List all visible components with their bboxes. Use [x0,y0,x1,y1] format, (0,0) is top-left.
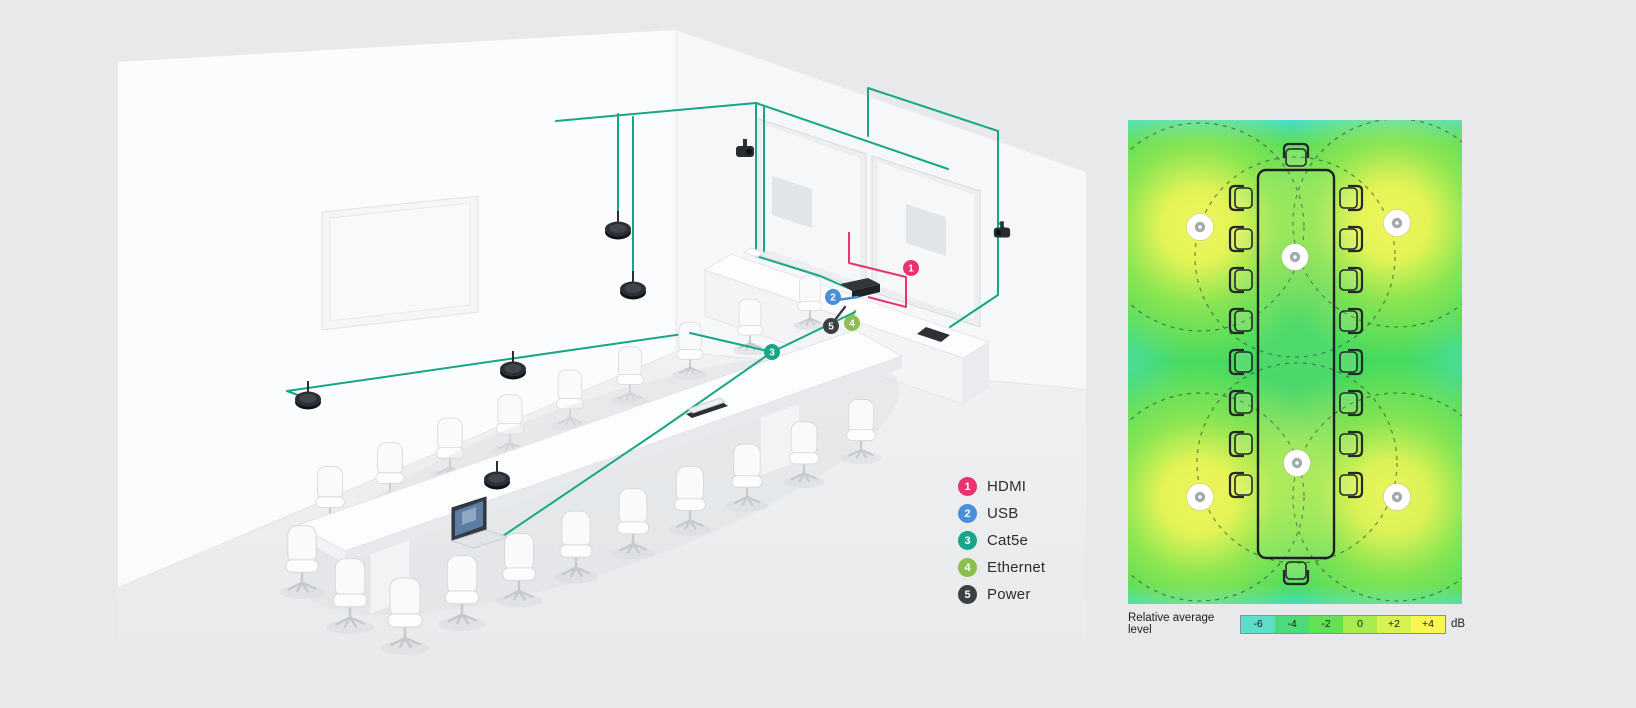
scale-title: Relative average level [1128,612,1215,636]
whiteboard [321,195,479,331]
scale-cell: +4 [1411,615,1445,633]
svg-text:4: 4 [849,319,855,330]
svg-text:1: 1 [908,264,914,275]
cable-cat5e-floor-run [496,332,773,541]
heatmap-scale-legend: Relative average level -6 -4 -2 0 +2 +4 … [1128,612,1465,636]
coverage-circle [1128,392,1305,602]
legend-item-usb: 2 USB [958,500,1045,527]
laptop [450,496,510,549]
coverage-circle [1128,122,1305,332]
heatmap-overlay [1128,120,1462,602]
display-right [871,155,981,328]
scale-cell: -6 [1241,615,1275,633]
room-illustration: 1 2 3 4 5 [117,30,1087,708]
cable-cat5e-mic-drops [617,113,634,285]
heatmap-mic-icon [1186,213,1214,241]
scale-unit: dB [1451,618,1466,630]
av-hub [840,278,880,299]
legend-badge-1: 1 [958,477,977,496]
cable-legend: 1 HDMI 2 USB 3 Cat5e 4 Ethernet 5 Power [958,473,1045,608]
marker-ethernet: 4 [844,315,860,331]
marker-usb: 2 [825,289,841,305]
coverage-heatmap [1128,120,1462,604]
legend-item-power: 5 Power [958,581,1045,608]
scale-cell: 0 [1343,615,1377,633]
marker-hdmi: 1 [903,260,919,276]
legend-label-ethernet: Ethernet [987,559,1046,576]
marker-power: 5 [823,318,839,334]
legend-label-usb: USB [987,505,1019,522]
display-left [755,117,867,291]
heatmap-table [1256,168,1336,560]
cable-hdmi [848,232,907,308]
svg-text:5: 5 [828,322,834,333]
heatmap-mic-icon [1383,209,1411,237]
camera-icon [993,221,1011,238]
scale-cell: -4 [1275,615,1309,633]
legend-label-power: Power [987,586,1031,603]
floor [118,352,1086,708]
svg-text:2: 2 [830,293,836,304]
scale-cell: +2 [1377,615,1411,633]
legend-item-ethernet: 4 Ethernet [958,554,1045,581]
legend-badge-4: 4 [958,558,977,577]
cable-cat5e-hub-to-floor [771,311,856,353]
legend-badge-3: 3 [958,531,977,550]
coverage-circle [1292,392,1462,602]
legend-item-cat5e: 3 Cat5e [958,527,1045,554]
cable-cat5e-hub-drop [755,255,849,289]
heatmap-mic-icon [1383,483,1411,511]
network-device [917,327,950,342]
heatmap-mic-icon [1281,243,1309,271]
legend-badge-2: 2 [958,504,977,523]
legend-item-hdmi: 1 HDMI [958,473,1045,500]
camera-icon [736,139,754,157]
cable-cat5e-display-loop [867,87,999,328]
legend-label-hdmi: HDMI [987,478,1027,495]
marker-cat5e: 3 [764,344,780,360]
legend-badge-5: 5 [958,585,977,604]
coverage-circle [1292,120,1462,328]
touch-controller [686,397,728,418]
svg-text:3: 3 [769,348,775,359]
cable-cat5e-corner-drop [755,102,765,257]
scale-cells: -6 -4 -2 0 +2 +4 [1240,614,1446,634]
scale-cell: -2 [1309,615,1343,633]
legend-label-cat5e: Cat5e [987,532,1029,549]
heatmap-mic-icon [1186,483,1214,511]
heatmap-mic-icon [1283,449,1311,477]
